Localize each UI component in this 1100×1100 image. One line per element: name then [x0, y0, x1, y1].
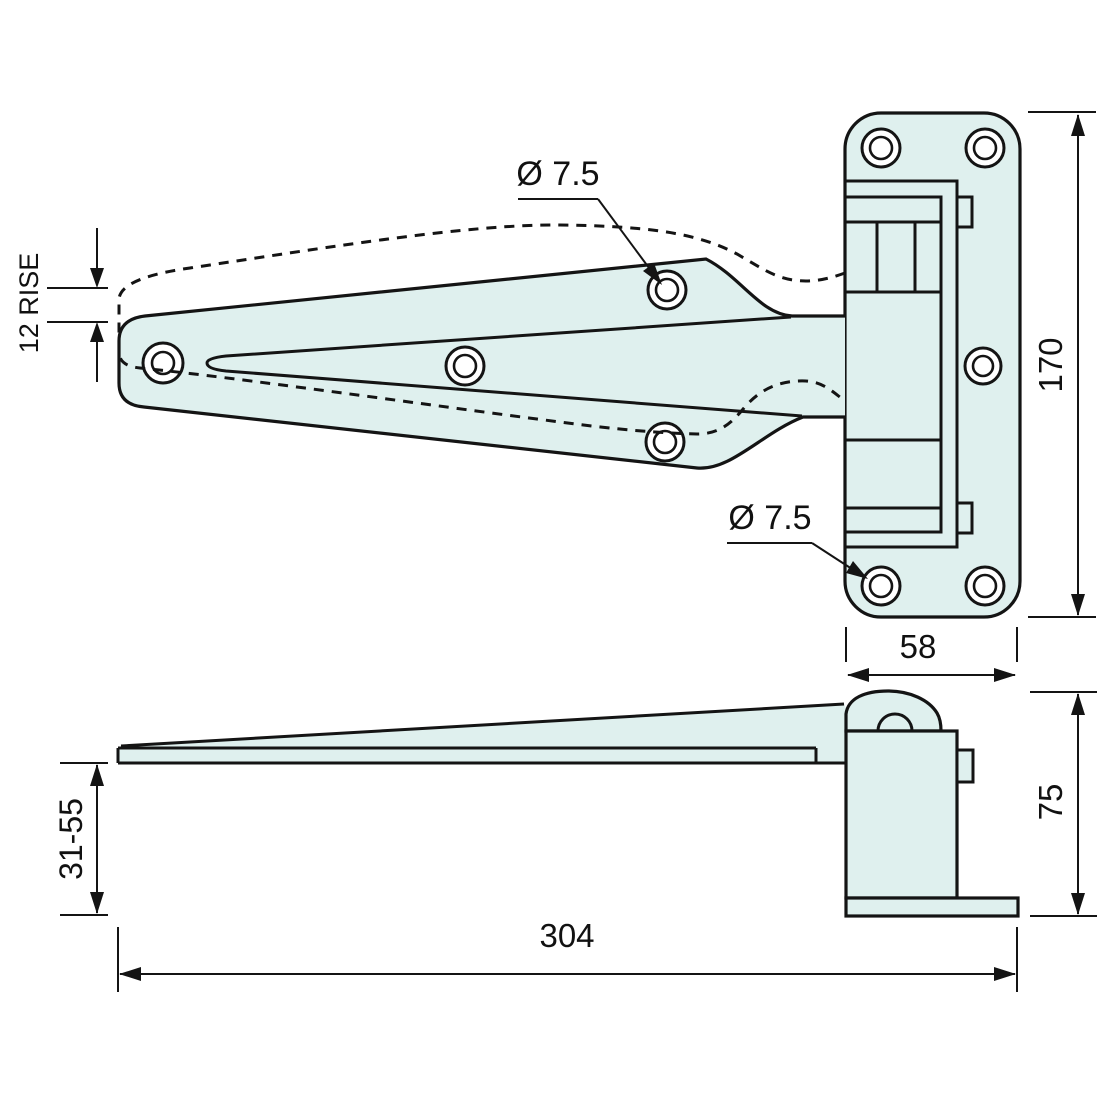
- strap-side-edges: [116, 702, 846, 765]
- dim-label-overall-length: 304: [539, 917, 594, 954]
- leader-hole-dia-top: Ø 7.5: [516, 155, 662, 285]
- hole-dia-label: Ø 7.5: [728, 499, 811, 537]
- dim-label-bracket-width: 58: [900, 628, 937, 665]
- hole-dia-label: Ø 7.5: [516, 155, 599, 193]
- pin-tab-top: [955, 195, 974, 229]
- knuckle-housing-top-view: [845, 179, 974, 549]
- side-view: 58 75 31-55 304: [53, 627, 1097, 992]
- screw-hole-inner: [972, 135, 998, 161]
- strap-holes: [141, 269, 688, 463]
- leader-line: [811, 542, 853, 570]
- dim-170: 170: [1028, 111, 1096, 618]
- screw-hole-inner: [652, 429, 678, 455]
- dim-label-clearance: 31-55: [53, 798, 89, 880]
- arrowhead: [90, 892, 104, 914]
- leader-hole-dia-bottom: Ø 7.5: [727, 499, 868, 579]
- arrowhead: [994, 967, 1016, 981]
- dim-304: 304: [117, 917, 1018, 992]
- screw-hole-inner: [972, 573, 998, 599]
- arrowhead: [90, 268, 104, 288]
- arrowhead: [1071, 114, 1085, 136]
- arrowhead: [90, 322, 104, 342]
- dim-58: 58: [845, 627, 1018, 682]
- leader-line: [597, 198, 653, 273]
- screw-hole-inner: [868, 135, 894, 161]
- plate-holes: [860, 127, 1006, 607]
- strap-wedge-edge: [120, 702, 845, 748]
- dim-31-55: 31-55: [53, 762, 108, 916]
- arrowhead: [846, 561, 868, 579]
- strap-side-fill: [118, 704, 846, 763]
- hinge-knuckle-dome: [844, 689, 943, 733]
- knuckle-inner-line: [845, 195, 943, 534]
- strap-rib: [205, 315, 803, 418]
- dim-label-bracket-height: 75: [1032, 784, 1069, 821]
- screw-hole-inner: [868, 573, 894, 599]
- dim-12-rise: 12 RISE: [14, 228, 108, 382]
- screw-hole-inner: [971, 354, 995, 378]
- screw-hole-inner: [452, 353, 478, 379]
- dim-label-plate-height: 170: [1032, 337, 1069, 392]
- arrowhead: [119, 967, 141, 981]
- arrowhead: [90, 764, 104, 786]
- arrowhead: [1071, 893, 1085, 915]
- strap-outline: [117, 257, 845, 470]
- dim-label-rise: 12 RISE: [14, 253, 44, 354]
- pin-tab-bottom: [955, 501, 974, 535]
- knuckle-outer-line: [845, 179, 959, 549]
- dim-75: 75: [1030, 691, 1097, 917]
- arrowhead: [643, 263, 662, 285]
- bracket-base-plate: [844, 896, 1020, 918]
- dashed-raised-position: [117, 223, 846, 436]
- bracket-body: [844, 729, 959, 900]
- arrowhead: [1071, 594, 1085, 616]
- arrowhead: [994, 668, 1016, 682]
- top-view: 12 RISE 170 Ø 7.5 Ø 7.5: [14, 111, 1096, 619]
- hinge-pin-arc: [876, 712, 914, 732]
- pin-tab-side: [955, 748, 975, 784]
- arrowhead: [1071, 693, 1085, 715]
- arrowhead: [847, 668, 869, 682]
